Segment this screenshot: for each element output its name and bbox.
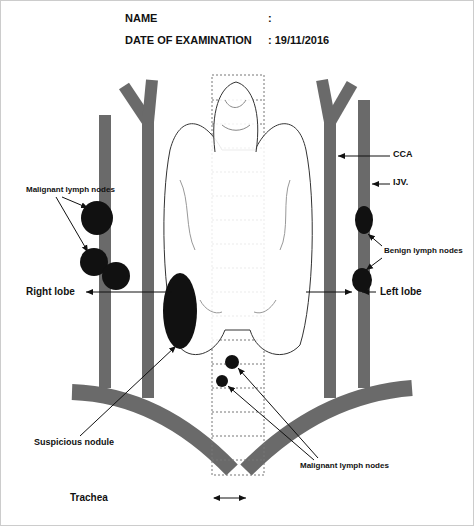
vessel-label: CCA bbox=[393, 150, 413, 160]
header-field: DATE OF EXAMINATION bbox=[125, 34, 252, 46]
benign-node bbox=[355, 206, 373, 234]
node-label: Malignant lymph nodes bbox=[26, 186, 115, 195]
node-label: Malignant lymph nodes bbox=[300, 462, 389, 471]
lobe-label: Left lobe bbox=[380, 286, 422, 297]
malignant-node bbox=[102, 262, 130, 290]
malignant-node bbox=[81, 201, 113, 235]
header-colon: : bbox=[268, 12, 272, 24]
vessel-label: IJV. bbox=[393, 178, 408, 188]
header-date: : 19/11/2016 bbox=[268, 34, 329, 46]
node-label: Benign lymph nodes bbox=[384, 247, 463, 256]
structure-label: Trachea bbox=[70, 492, 108, 503]
vessels bbox=[72, 80, 412, 470]
thyroid-gland bbox=[164, 82, 312, 355]
suspicious-nodule bbox=[163, 273, 197, 349]
header-field: NAME bbox=[125, 12, 157, 24]
malignant-node bbox=[216, 375, 228, 387]
malignant-node bbox=[225, 355, 239, 369]
benign-node bbox=[352, 268, 372, 292]
lobe-label: Right lobe bbox=[26, 286, 75, 297]
nodule-label: Suspicious nodule bbox=[34, 438, 114, 448]
lymph-nodes bbox=[80, 201, 373, 387]
